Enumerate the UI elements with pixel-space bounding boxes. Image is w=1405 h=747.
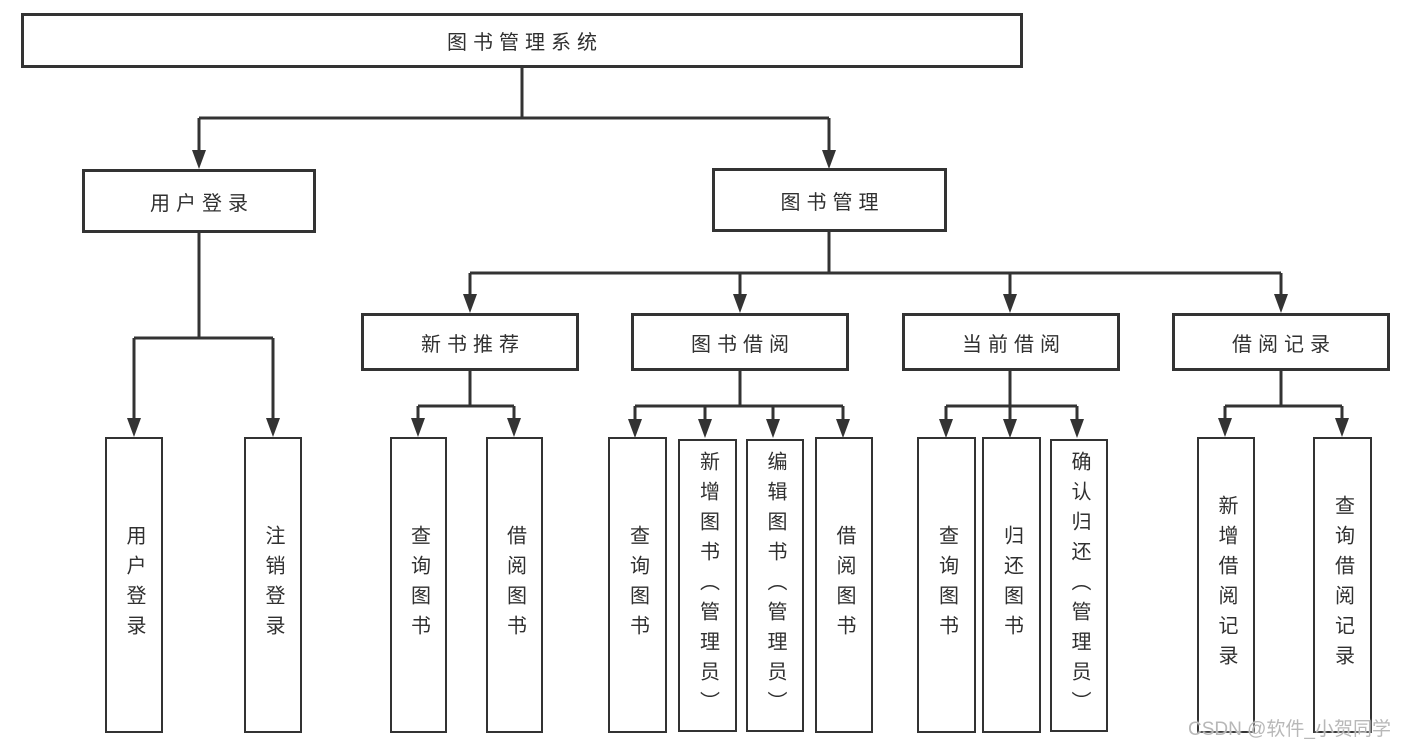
- node-label: 确认归还（管理员）: [1068, 450, 1090, 721]
- leaf-user-login: 用户登录: [105, 437, 163, 733]
- leaf-borrow-books-borrowing: 借阅图书: [815, 437, 873, 733]
- watermark: CSDN @软件_小贺同学: [1188, 719, 1391, 740]
- node-label: 归还图书: [1000, 525, 1023, 645]
- node-current-borrowing: 当前借阅: [902, 313, 1120, 371]
- leaf-search-books-borrowing: 查询图书: [608, 437, 667, 733]
- leaf-add-borrow-record: 新增借阅记录: [1197, 437, 1255, 733]
- node-book-management: 图书管理: [712, 168, 947, 232]
- node-label: 当前借阅: [962, 333, 1066, 356]
- node-borrowing-records: 借阅记录: [1172, 313, 1390, 371]
- leaf-confirm-return-admin: 确认归还（管理员）: [1050, 439, 1108, 732]
- node-book-borrowing: 图书借阅: [631, 313, 849, 371]
- node-label: 查询图书: [407, 525, 430, 645]
- node-library-management-system: 图书管理系统: [21, 13, 1023, 68]
- node-label: 查询图书: [626, 525, 649, 645]
- leaf-return-books: 归还图书: [982, 437, 1041, 733]
- leaf-search-books-recommend: 查询图书: [390, 437, 447, 733]
- node-label: 图书管理系统: [447, 32, 603, 54]
- node-label: 新增借阅记录: [1215, 495, 1237, 675]
- node-label: 用户登录: [150, 192, 254, 215]
- leaf-logout: 注销登录: [244, 437, 302, 733]
- node-label: 图书管理: [780, 191, 885, 214]
- leaf-edit-books-admin: 编辑图书（管理员）: [746, 439, 804, 732]
- node-new-book-recommend: 新书推荐: [361, 313, 579, 371]
- node-label: 借阅记录: [1232, 333, 1336, 356]
- node-label: 图书借阅: [691, 333, 795, 356]
- node-label: 注销登录: [262, 525, 284, 645]
- node-label: 新增图书（管理员）: [696, 450, 719, 721]
- leaf-add-books-admin: 新增图书（管理员）: [678, 439, 737, 732]
- node-user-login: 用户登录: [82, 169, 316, 233]
- node-label: 用户登录: [123, 525, 145, 645]
- leaf-borrow-books-recommend: 借阅图书: [486, 437, 543, 733]
- node-label: 查询图书: [935, 525, 958, 645]
- node-label: 借阅图书: [833, 525, 855, 645]
- node-label: 查询借阅记录: [1331, 495, 1354, 675]
- node-label: 编辑图书（管理员）: [764, 450, 786, 721]
- node-label: 新书推荐: [421, 333, 525, 356]
- leaf-search-borrow-record: 查询借阅记录: [1313, 437, 1372, 733]
- node-label: 借阅图书: [503, 525, 526, 645]
- leaf-search-books-current: 查询图书: [917, 437, 976, 733]
